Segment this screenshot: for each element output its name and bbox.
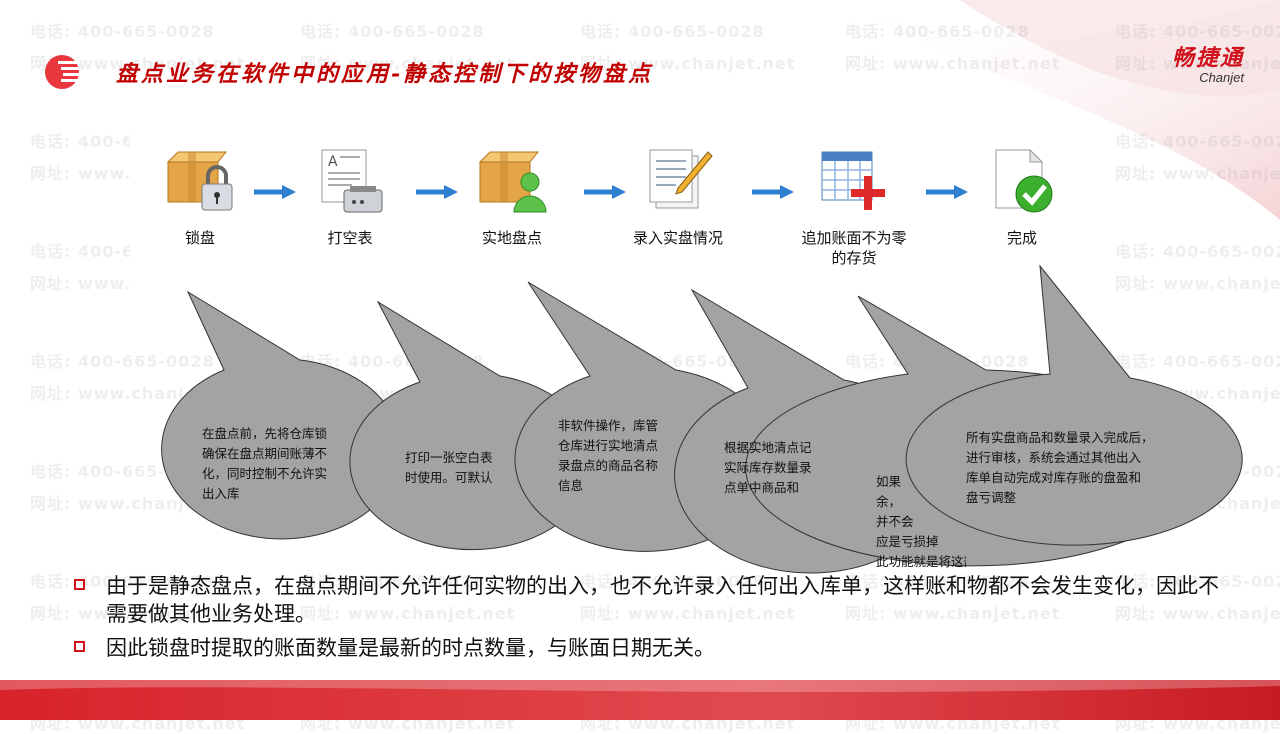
bullet-item: 因此锁盘时提取的账面数量是最新的时点数量，与账面日期无关。 bbox=[70, 634, 1230, 662]
flow-step-print: A 打空表 bbox=[280, 126, 420, 248]
speech-bubble bbox=[161, 290, 403, 540]
brand-logo: 畅捷通 Chanjet bbox=[1172, 40, 1244, 85]
arrow-right-icon bbox=[926, 185, 968, 199]
bubble-text-lock: 在盘点前，先将仓库锁确保在盘点期间账薄不 化，同时控制不允许实出入库 bbox=[202, 426, 328, 501]
flow-step-done: 完成 bbox=[952, 126, 1092, 248]
bubble-text-done: 所有实盘商品和数量录入完成后，进行审核，系统会通过其他出入 库单自动完成对库存账… bbox=[966, 430, 1154, 505]
speech-bubble bbox=[905, 264, 1243, 546]
done-check-icon bbox=[995, 148, 1053, 213]
box-user-icon bbox=[478, 151, 547, 213]
flow-step-label: 完成 bbox=[1006, 229, 1037, 247]
flow-step-label: 追加账面不为零的存货 bbox=[801, 229, 907, 267]
square-bullet-icon bbox=[74, 579, 85, 590]
background-swoosh bbox=[840, 0, 1280, 220]
fax-print-icon: A bbox=[321, 149, 383, 213]
locked-box-icon bbox=[166, 151, 233, 211]
bubble-text-print: 打印一张空白表时使用。可默认 bbox=[405, 450, 493, 485]
flow-step-lock: 锁盘 bbox=[130, 126, 270, 248]
brand-name-en: Chanjet bbox=[1199, 70, 1244, 85]
brand-name-cn: 畅捷通 bbox=[1171, 46, 1244, 71]
arrow-right-icon bbox=[584, 185, 626, 199]
process-flow: 锁盘 A 打空表 实地盘点 bbox=[130, 126, 1070, 306]
bottom-band bbox=[0, 680, 1280, 720]
arrow-right-icon bbox=[416, 185, 458, 199]
svg-text:A: A bbox=[328, 154, 338, 170]
bullet-list: 由于是静态盘点，在盘点期间不允许任何实物的出入，也不允许录入任何出入库单，这样账… bbox=[70, 572, 1230, 668]
flow-step-count: 实地盘点 bbox=[442, 126, 582, 248]
flow-step-label: 锁盘 bbox=[184, 229, 215, 247]
flow-step-label: 打空表 bbox=[327, 229, 373, 247]
square-bullet-icon bbox=[74, 641, 85, 652]
flow-step-entry: 录入实盘情况 bbox=[608, 126, 748, 248]
arrow-right-icon bbox=[752, 185, 794, 199]
document-pen-icon bbox=[649, 149, 713, 209]
bullet-item: 由于是静态盘点，在盘点期间不允许任何实物的出入，也不允许录入任何出入库单，这样账… bbox=[70, 572, 1230, 628]
flow-step-add-stock: 追加账面不为零的存货 bbox=[784, 126, 924, 268]
table-add-icon bbox=[821, 151, 885, 210]
arrow-right-icon bbox=[254, 185, 296, 199]
page-title: 盘点业务在软件中的应用-静态控制下的按物盘点 bbox=[116, 61, 654, 87]
flow-step-label: 实地盘点 bbox=[481, 229, 542, 247]
bubble-text-count: 非软件操作，库管仓库进行实地清点 录盘点的商品名称信息 bbox=[558, 418, 659, 493]
flow-step-label: 录入实盘情况 bbox=[632, 229, 723, 247]
chanjet-circle-logo-icon bbox=[45, 55, 80, 89]
bubble-text-entry: 根据实地清点记实际库存数量录 点单中商品和 bbox=[724, 440, 812, 495]
